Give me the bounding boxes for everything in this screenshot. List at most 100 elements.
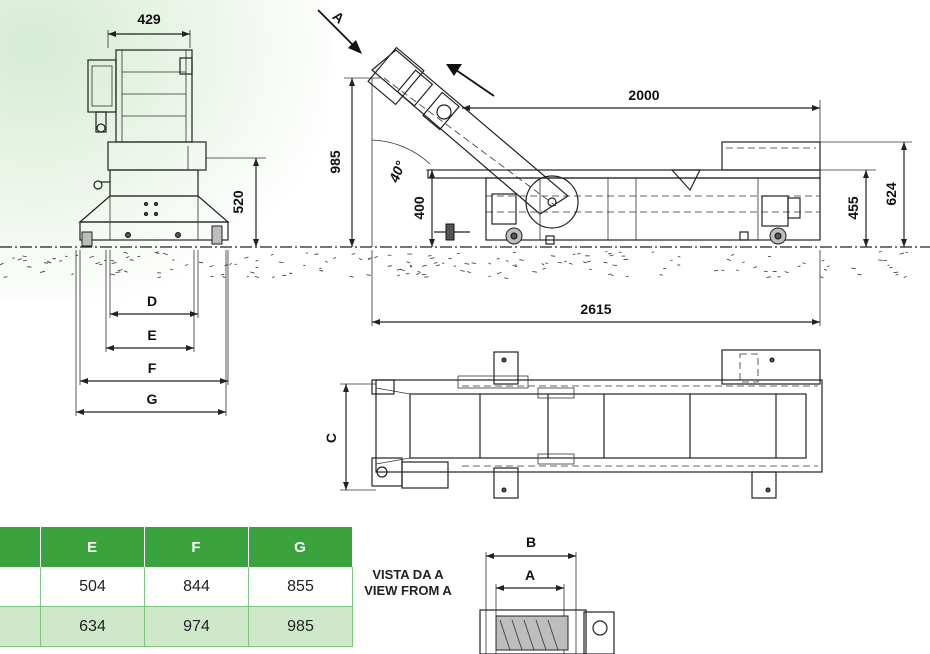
- gravel-speck: [409, 264, 413, 267]
- gravel-speck: [721, 269, 725, 272]
- gravel-speck: [95, 262, 100, 265]
- gravel-speck: [416, 272, 420, 275]
- gravel-speck: [129, 259, 134, 261]
- gravel-speck: [184, 263, 189, 267]
- table-header-f: F: [144, 527, 249, 567]
- dim-455-label: 455: [845, 196, 861, 220]
- gravel-speck: [427, 255, 432, 257]
- dims-defg: [75, 250, 229, 416]
- gravel-speck: [496, 272, 502, 274]
- gravel-speck: [577, 252, 581, 255]
- gravel-speck: [22, 255, 27, 257]
- front-view: [78, 30, 230, 247]
- gravel-speck: [123, 251, 129, 254]
- gravel-speck: [731, 253, 735, 256]
- gravel-speck: [826, 265, 830, 268]
- gravel-speck: [467, 271, 471, 273]
- gravel-speck: [572, 253, 576, 255]
- gravel-speck: [677, 255, 681, 258]
- gravel-speck: [3, 276, 8, 278]
- gravel-speck: [889, 266, 893, 269]
- gravel-speck: [651, 251, 655, 253]
- gravel-speck: [17, 258, 22, 261]
- gravel-speck: [154, 251, 160, 254]
- dim-c-label: C: [323, 433, 339, 443]
- gravel-speck: [496, 258, 500, 260]
- gravel-speck: [753, 266, 758, 269]
- gravel-speck: [608, 252, 612, 255]
- table-cell: 504: [40, 567, 145, 607]
- gravel-speck: [603, 261, 608, 264]
- gravel-speck: [89, 256, 94, 258]
- gravel-speck: [12, 257, 15, 259]
- gravel-speck: [742, 261, 745, 264]
- dim-520: [206, 157, 266, 247]
- gravel-speck: [272, 276, 275, 279]
- gravel-speck: [396, 268, 402, 271]
- gravel-speck: [784, 271, 789, 274]
- gravel-speck: [821, 259, 825, 262]
- gravel-speck: [557, 262, 563, 264]
- gravel-speck: [229, 263, 232, 265]
- gravel-texture: [0, 250, 908, 280]
- view-from-a-caption: VISTA DA A VIEW FROM A: [348, 567, 468, 599]
- side-view: [367, 46, 821, 245]
- gravel-speck: [820, 276, 824, 279]
- table-header-g: G: [248, 527, 353, 567]
- gravel-speck: [766, 276, 771, 278]
- gravel-speck: [589, 268, 592, 271]
- gravel-speck: [609, 254, 614, 257]
- gravel-speck: [399, 269, 405, 271]
- gravel-speck: [610, 274, 614, 276]
- gravel-speck: [429, 257, 435, 259]
- gravel-speck: [433, 262, 438, 264]
- gravel-speck: [568, 262, 573, 265]
- gravel-speck: [349, 275, 354, 278]
- angle-40-label: 40°: [385, 158, 408, 185]
- view-a-arrow: [317, 9, 362, 54]
- view-from-a-line2: VIEW FROM A: [364, 583, 452, 598]
- dim-2000: [462, 100, 821, 142]
- table-header-stub: [0, 527, 41, 567]
- gravel-speck: [504, 277, 509, 280]
- gravel-speck: [71, 273, 74, 276]
- gravel-speck: [162, 252, 168, 256]
- view-from-a: [479, 552, 615, 654]
- gravel-speck: [442, 262, 445, 264]
- gravel-speck: [387, 265, 392, 267]
- gravel-speck: [169, 268, 173, 271]
- gravel-speck: [110, 273, 115, 276]
- table-cell: 985: [248, 606, 353, 647]
- dim-520-label: 520: [230, 190, 246, 214]
- gravel-speck: [27, 266, 32, 268]
- dim-g-label: G: [147, 391, 158, 407]
- gravel-speck: [895, 273, 899, 276]
- gravel-speck: [270, 253, 274, 256]
- gravel-speck: [899, 252, 905, 255]
- gravel-speck: [397, 274, 400, 277]
- gravel-speck: [244, 256, 249, 259]
- gravel-speck: [406, 261, 411, 264]
- gravel-speck: [222, 276, 226, 278]
- dim-985-label: 985: [327, 150, 343, 174]
- gravel-speck: [209, 265, 214, 268]
- gravel-speck: [421, 264, 427, 267]
- gravel-speck: [541, 263, 545, 266]
- gravel-speck: [123, 270, 128, 273]
- table-cell-stub: [0, 606, 41, 647]
- dim-624-label: 624: [883, 182, 899, 206]
- gravel-speck: [460, 269, 465, 272]
- gravel-speck: [726, 258, 732, 261]
- dim-455-624: [820, 141, 912, 247]
- gravel-speck: [39, 270, 45, 273]
- dim-2615-label: 2615: [580, 301, 611, 317]
- gravel-speck: [333, 257, 337, 259]
- gravel-speck: [374, 256, 378, 259]
- dim-b-label: B: [526, 534, 536, 550]
- dim-c: [340, 383, 376, 491]
- dim-400: [426, 169, 462, 247]
- gravel-speck: [608, 273, 612, 276]
- gravel-speck: [417, 270, 421, 273]
- dim-e-label: E: [147, 327, 156, 343]
- dim-a-label: A: [525, 567, 535, 583]
